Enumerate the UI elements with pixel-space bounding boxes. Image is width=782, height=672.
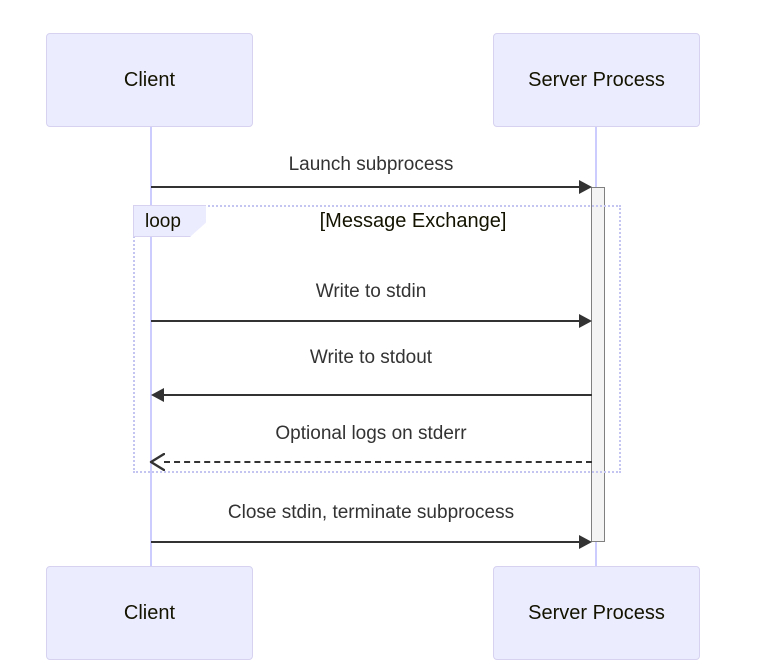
- message-line-write-to-stdout: [164, 394, 592, 396]
- participant-label-client-bottom: Client: [123, 602, 176, 624]
- loop-fragment-condition-label: [Message Exchange]: [319, 209, 507, 232]
- activation-bar-server: [591, 187, 605, 542]
- participant-label-client-top: Client: [123, 69, 176, 91]
- arrowhead-right-icon-close-stdin-terminate-subprocess: [579, 535, 592, 549]
- arrowhead-open-left-icon-optional-logs-on-stderr: [149, 452, 166, 472]
- message-line-optional-logs-on-stderr: [164, 461, 592, 463]
- arrowhead-right-icon-launch-subprocess: [579, 180, 592, 194]
- lifeline-client: [150, 127, 152, 566]
- message-label-close-stdin-terminate-subprocess: Close stdin, terminate subprocess: [227, 502, 515, 523]
- participant-box-server-top[interactable]: Server Process: [493, 33, 700, 127]
- loop-fragment-box: [133, 205, 621, 473]
- message-line-write-to-stdin: [151, 320, 579, 322]
- loop-fragment-kind-label: loop: [145, 210, 181, 232]
- arrowhead-left-icon-write-to-stdout: [151, 388, 164, 402]
- arrowhead-right-icon-write-to-stdin: [579, 314, 592, 328]
- participant-box-client-bottom[interactable]: Client: [46, 566, 253, 660]
- message-label-launch-subprocess: Launch subprocess: [288, 154, 454, 175]
- participant-box-client-top[interactable]: Client: [46, 33, 253, 127]
- loop-fragment-tag: loop: [133, 205, 206, 237]
- participant-label-server-bottom: Server Process: [528, 602, 665, 624]
- message-line-launch-subprocess: [151, 186, 579, 188]
- message-label-write-to-stdout: Write to stdout: [309, 347, 433, 368]
- message-line-close-stdin-terminate-subprocess: [151, 541, 579, 543]
- message-label-write-to-stdin: Write to stdin: [315, 281, 427, 302]
- participant-label-server-top: Server Process: [528, 69, 665, 91]
- participant-box-server-bottom[interactable]: Server Process: [493, 566, 700, 660]
- message-label-optional-logs-on-stderr: Optional logs on stderr: [275, 423, 467, 444]
